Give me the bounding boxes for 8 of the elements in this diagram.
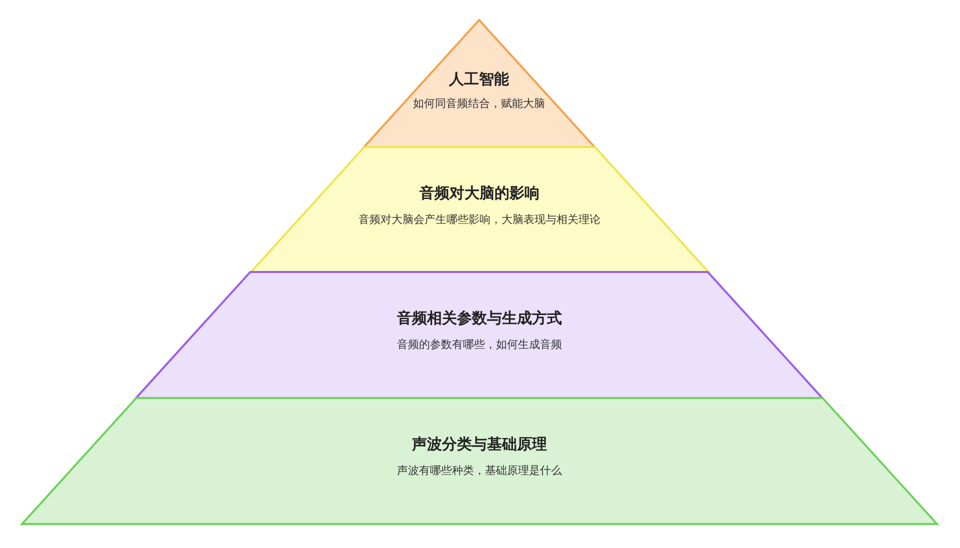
layer-description: 音频对大脑会产生哪些影响，大脑表现与相关理论 — [357, 212, 602, 226]
layer-title: 音频相关参数与生成方式 — [396, 309, 563, 328]
layer-title: 声波分类与基础原理 — [411, 435, 548, 454]
layer-description: 如何同音频结合，赋能大脑 — [412, 96, 546, 110]
layer-description: 音频的参数有哪些，如何生成音频 — [396, 337, 563, 352]
layer-description: 声波有哪些种类，基础原理是什么 — [396, 463, 563, 478]
layer-title: 人工智能 — [448, 70, 510, 88]
layer-title: 音频对大脑的影响 — [418, 184, 540, 202]
